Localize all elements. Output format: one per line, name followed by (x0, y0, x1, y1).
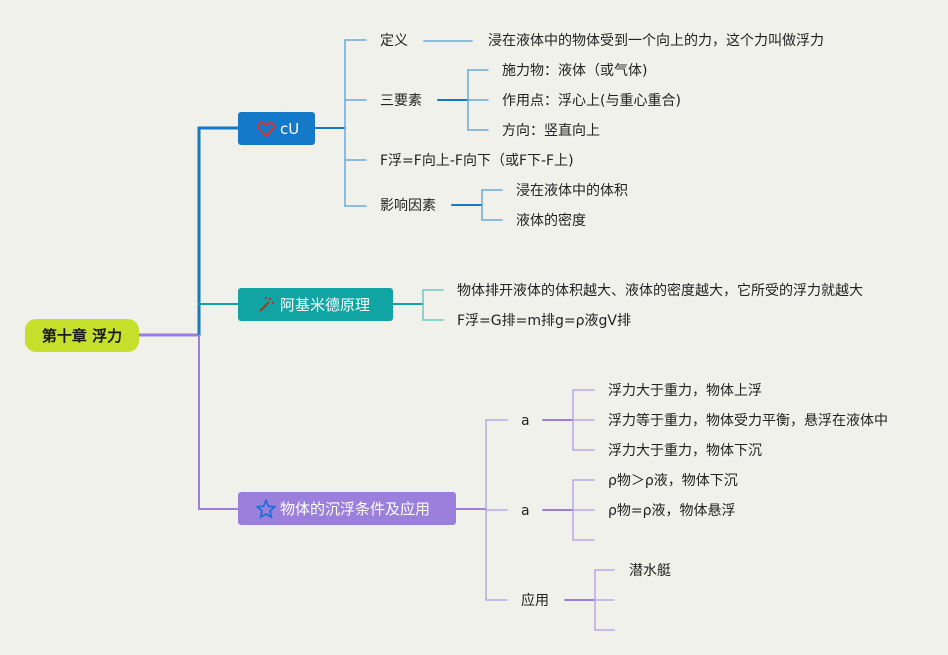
element-force-source[interactable]: 施力物：液体（或气体) (502, 63, 648, 79)
density-suspend[interactable]: ρ物=ρ液，物体悬浮 (608, 503, 736, 519)
element-action-point[interactable]: 作用点：浮心上(与重心重合) (502, 93, 681, 109)
condition-sink[interactable]: 浮力大于重力，物体下沉 (608, 443, 762, 459)
branch-label: 阿基米德原理 (280, 296, 371, 314)
branch-node-3[interactable]: 物体的沉浮条件及应用 (238, 492, 456, 525)
connector-branch-1 (197, 126, 240, 337)
topic-factors[interactable]: 影响因素 (380, 198, 436, 214)
topic-three-elements[interactable]: 三要素 (380, 93, 422, 109)
topic-definition[interactable]: 定义 (380, 33, 408, 49)
magic-wand-icon (256, 295, 276, 315)
application-submarine[interactable]: 潜水艇 (629, 563, 671, 579)
heart-icon (256, 119, 276, 139)
factor-density[interactable]: 液体的密度 (516, 213, 586, 229)
branch-label: cU (280, 119, 300, 138)
branch-node-2[interactable]: 阿基米德原理 (238, 288, 393, 321)
condition-group-1[interactable]: a (521, 413, 530, 429)
condition-suspend[interactable]: 浮力等于重力，物体受力平衡，悬浮在液体中 (608, 413, 888, 429)
archimedes-statement[interactable]: 物体排开液体的体积越大、液体的密度越大，它所受的浮力就越大 (457, 283, 863, 299)
root-node[interactable]: 第十章 浮力 (25, 319, 139, 352)
condition-float-up[interactable]: 浮力大于重力，物体上浮 (608, 383, 762, 399)
density-sink[interactable]: ρ物＞ρ液，物体下沉 (608, 473, 738, 489)
branch-label: 物体的沉浮条件及应用 (280, 500, 431, 518)
branch-node-1[interactable]: cU (238, 112, 315, 145)
topic-applications[interactable]: 应用 (521, 593, 549, 609)
condition-group-2[interactable]: a (521, 503, 530, 519)
factor-volume[interactable]: 浸在液体中的体积 (516, 183, 628, 199)
archimedes-formula[interactable]: F浮=G排=m排g=ρ液gV排 (457, 313, 631, 329)
star-icon (256, 498, 276, 519)
element-direction[interactable]: 方向：竖直向上 (502, 123, 600, 139)
formula-pressure-difference[interactable]: F浮=F向上-F向下（或F下-F上) (380, 153, 574, 169)
definition-text[interactable]: 浸在液体中的物体受到一个向上的力，这个力叫做浮力 (488, 33, 824, 49)
connector-branch-3 (198, 334, 239, 510)
